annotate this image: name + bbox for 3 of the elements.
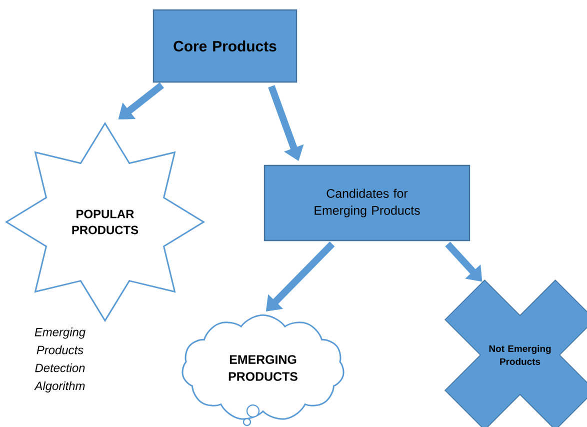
thought-cloud: EMERGING PRODUCTS <box>182 314 344 426</box>
process-box: Core Products <box>152 9 298 83</box>
process-box: Candidates for Emerging Products <box>264 164 470 242</box>
